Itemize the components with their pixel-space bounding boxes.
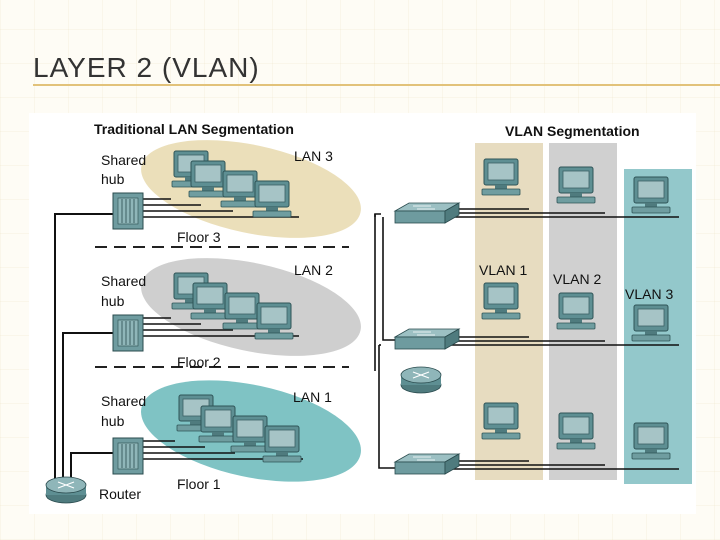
workstation-icon: [481, 282, 521, 320]
workstation-icon: [198, 405, 238, 443]
workstation-icon: [254, 302, 294, 340]
vlan-wiring: [374, 208, 679, 470]
lan-label: LAN 2: [294, 262, 333, 278]
workstation-icon: [631, 176, 671, 214]
title-underline: [33, 84, 720, 86]
router-icon: [400, 366, 442, 394]
workstation-icon: [631, 304, 671, 342]
shared-hub-icon: [112, 437, 144, 475]
workstation-icon: [262, 425, 302, 463]
lan-label: LAN 1: [293, 389, 332, 405]
workstation-icon: [252, 180, 292, 218]
router-label: Router: [99, 486, 141, 502]
floor-label: Floor 2: [177, 354, 221, 370]
vlan2-label: VLAN 2: [553, 271, 601, 287]
workstation-icon: [220, 170, 260, 208]
workstation-icon: [190, 282, 230, 320]
workstation-icon: [556, 292, 596, 330]
workstation-icon: [631, 422, 671, 460]
workstation-icon: [481, 158, 521, 196]
workstation-icon: [556, 166, 596, 204]
router-icon: [45, 476, 87, 504]
floor-label: Floor 1: [177, 476, 221, 492]
shared-hub-icon: [112, 314, 144, 352]
workstation-icon: [222, 292, 262, 330]
shared-hub-icon: [112, 192, 144, 230]
router-backbone: [54, 213, 113, 483]
vlan1-label: VLAN 1: [479, 262, 527, 278]
vlan3-label: VLAN 3: [625, 286, 673, 302]
switch-icon: [394, 453, 460, 475]
workstation-icon: [481, 402, 521, 440]
workstation-icon: [230, 415, 270, 453]
slide-title: LAYER 2 (VLAN): [33, 52, 260, 83]
workstation-icon: [556, 412, 596, 450]
lan-label: LAN 3: [294, 148, 333, 164]
vlan-heading: VLAN Segmentation: [505, 123, 640, 139]
switch-icon: [394, 328, 460, 350]
floor-label: Floor 3: [177, 229, 221, 245]
switch-icon: [394, 202, 460, 224]
workstation-icon: [188, 160, 228, 198]
traditional-heading: Traditional LAN Segmentation: [94, 121, 294, 137]
